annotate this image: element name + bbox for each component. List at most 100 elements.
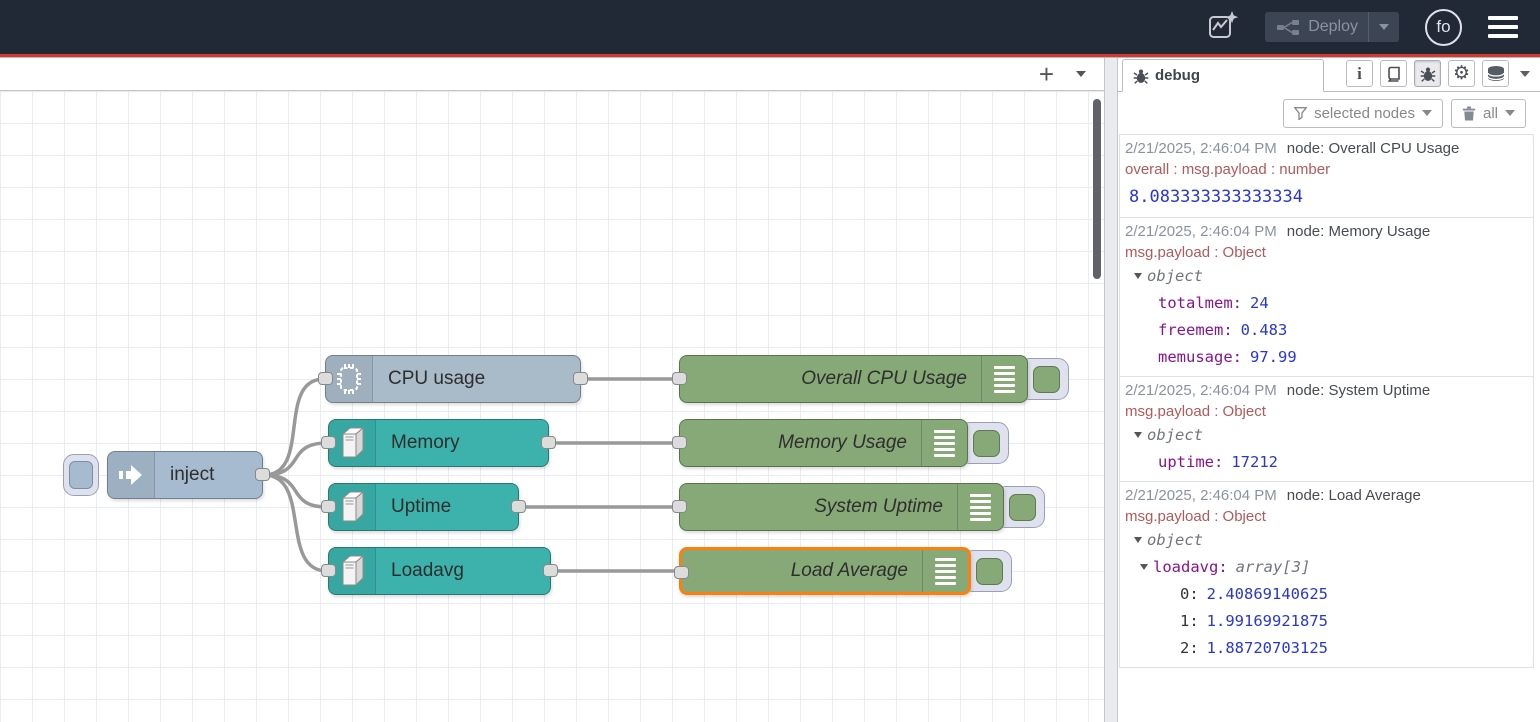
item-index: 1: — [1180, 612, 1199, 630]
filter-selected-nodes-button[interactable]: selected nodes — [1283, 99, 1443, 128]
input-port[interactable] — [672, 372, 687, 385]
input-port[interactable] — [672, 436, 687, 449]
inject-trigger-inner — [69, 461, 93, 489]
node-memory[interactable]: Memory — [328, 419, 549, 467]
collapse-caret-icon[interactable] — [1140, 564, 1148, 570]
message-timestamp: 2/21/2025, 2:46:04 PM — [1125, 487, 1277, 504]
message-source: node: Load Average — [1287, 487, 1421, 504]
debug-list-icon — [921, 420, 967, 466]
add-flow-button[interactable]: + — [1039, 61, 1054, 87]
debug-toggle-inner — [1033, 366, 1060, 393]
node-uptime[interactable]: Uptime — [328, 483, 519, 531]
canvas-vertical-scrollbar[interactable] — [1093, 99, 1101, 279]
input-port[interactable] — [321, 436, 336, 449]
node-label: Overall CPU Usage — [680, 368, 1027, 390]
debug-message[interactable]: 2/21/2025, 2:46:04 PMnode: System Uptime… — [1120, 377, 1533, 482]
collapse-caret-icon[interactable] — [1134, 273, 1142, 279]
entry-key: totalmem: — [1158, 294, 1242, 312]
debug-message[interactable]: 2/21/2025, 2:46:04 PMnode: Load Average … — [1120, 482, 1533, 668]
object-root-row[interactable]: object — [1125, 263, 1528, 290]
object-type: object — [1147, 531, 1203, 549]
output-port[interactable] — [511, 500, 526, 513]
tab-debug[interactable]: debug — [1122, 59, 1324, 92]
deploy-options-button[interactable] — [1368, 12, 1399, 42]
info-icon: i — [1357, 65, 1362, 82]
main-menu-button[interactable] — [1488, 16, 1518, 38]
output-port[interactable] — [543, 564, 558, 577]
node-debug-system-uptime[interactable]: System Uptime — [679, 483, 1004, 531]
debug-toggle-inner — [1009, 494, 1036, 521]
input-port[interactable] — [318, 372, 333, 385]
main-area: + — [0, 58, 1540, 722]
output-port[interactable] — [255, 468, 270, 481]
deploy-button[interactable]: Deploy — [1265, 12, 1399, 42]
tab-debug-button[interactable] — [1414, 60, 1441, 87]
deploy-label: Deploy — [1308, 18, 1368, 36]
object-root-row[interactable]: object — [1125, 527, 1528, 554]
gear-icon: ⚙ — [1453, 64, 1470, 83]
input-port[interactable] — [674, 566, 689, 579]
input-port[interactable] — [321, 564, 336, 577]
debug-message[interactable]: 2/21/2025, 2:46:04 PMnode: Overall CPU U… — [1120, 135, 1533, 218]
inject-trigger-button[interactable] — [63, 454, 99, 496]
debug-list-icon — [922, 550, 968, 592]
object-entry-row: uptime:17212 — [1125, 449, 1528, 476]
tab-help-button[interactable] — [1380, 60, 1407, 87]
book-icon — [1386, 66, 1402, 82]
computer-tower-icon — [329, 548, 376, 594]
computer-tower-icon — [329, 420, 376, 466]
message-source: node: System Uptime — [1287, 382, 1430, 399]
tab-debug-label: debug — [1155, 67, 1200, 84]
user-avatar[interactable]: fo — [1425, 9, 1462, 46]
sidebar-tab-buttons: i — [1324, 60, 1540, 91]
collapse-caret-icon[interactable] — [1134, 432, 1142, 438]
input-port[interactable] — [672, 500, 687, 513]
array-row[interactable]: loadavg: array[3] — [1125, 554, 1528, 581]
debug-filter-row: selected nodes all — [1118, 92, 1540, 134]
clear-label: all — [1483, 105, 1498, 122]
node-loadavg[interactable]: Loadavg — [328, 547, 551, 595]
wire[interactable] — [264, 475, 327, 507]
debug-list-icon — [957, 484, 1003, 530]
debug-toggle-inner — [976, 558, 1003, 585]
node-cpu-usage[interactable]: CPU usage — [325, 355, 581, 403]
output-port[interactable] — [541, 436, 556, 449]
flow-list-button[interactable] — [1076, 71, 1086, 77]
node-inject[interactable]: inject — [107, 451, 263, 499]
tab-context-button[interactable] — [1482, 60, 1509, 87]
entry-value: 24 — [1250, 294, 1269, 312]
node-debug-load-average[interactable]: Load Average — [679, 547, 971, 595]
flow-canvas[interactable]: inject CPU usage — [0, 91, 1104, 722]
output-port[interactable] — [573, 372, 588, 385]
sidebar-resize-handle[interactable] — [1104, 58, 1118, 722]
entry-value: 0.483 — [1241, 321, 1288, 339]
chevron-down-icon — [1379, 24, 1389, 30]
clear-messages-button[interactable]: all — [1451, 99, 1526, 128]
sidebar-menu-button[interactable] — [1520, 71, 1530, 77]
object-type: object — [1147, 426, 1203, 444]
entry-key: loadavg: — [1153, 558, 1228, 576]
array-type: array[3] — [1236, 558, 1311, 576]
item-value: 1.88720703125 — [1207, 639, 1328, 657]
tab-config-button[interactable]: ⚙ — [1448, 60, 1475, 87]
object-root-row[interactable]: object — [1125, 422, 1528, 449]
array-item-row: 1: 1.99169921875 — [1125, 608, 1528, 635]
header-bar: Deploy fo — [0, 0, 1540, 54]
message-source: node: Overall CPU Usage — [1287, 140, 1460, 157]
item-value: 1.99169921875 — [1207, 612, 1328, 630]
entry-key: memusage: — [1158, 348, 1242, 366]
node-debug-overall-cpu[interactable]: Overall CPU Usage — [679, 355, 1028, 403]
node-label: System Uptime — [680, 496, 1003, 518]
assistant-chart-sparkle-icon[interactable] — [1207, 9, 1239, 46]
input-port[interactable] — [321, 500, 336, 513]
node-debug-memory-usage[interactable]: Memory Usage — [679, 419, 968, 467]
collapse-caret-icon[interactable] — [1134, 537, 1142, 543]
database-icon — [1487, 65, 1505, 82]
debug-message[interactable]: 2/21/2025, 2:46:04 PMnode: Memory Usage … — [1120, 218, 1533, 377]
tab-info-button[interactable]: i — [1346, 60, 1373, 87]
message-value: 8.083333333333334 — [1125, 180, 1528, 212]
entry-value: 97.99 — [1250, 348, 1297, 366]
wire[interactable] — [264, 443, 327, 475]
message-property: msg.payload : Object — [1125, 242, 1528, 263]
